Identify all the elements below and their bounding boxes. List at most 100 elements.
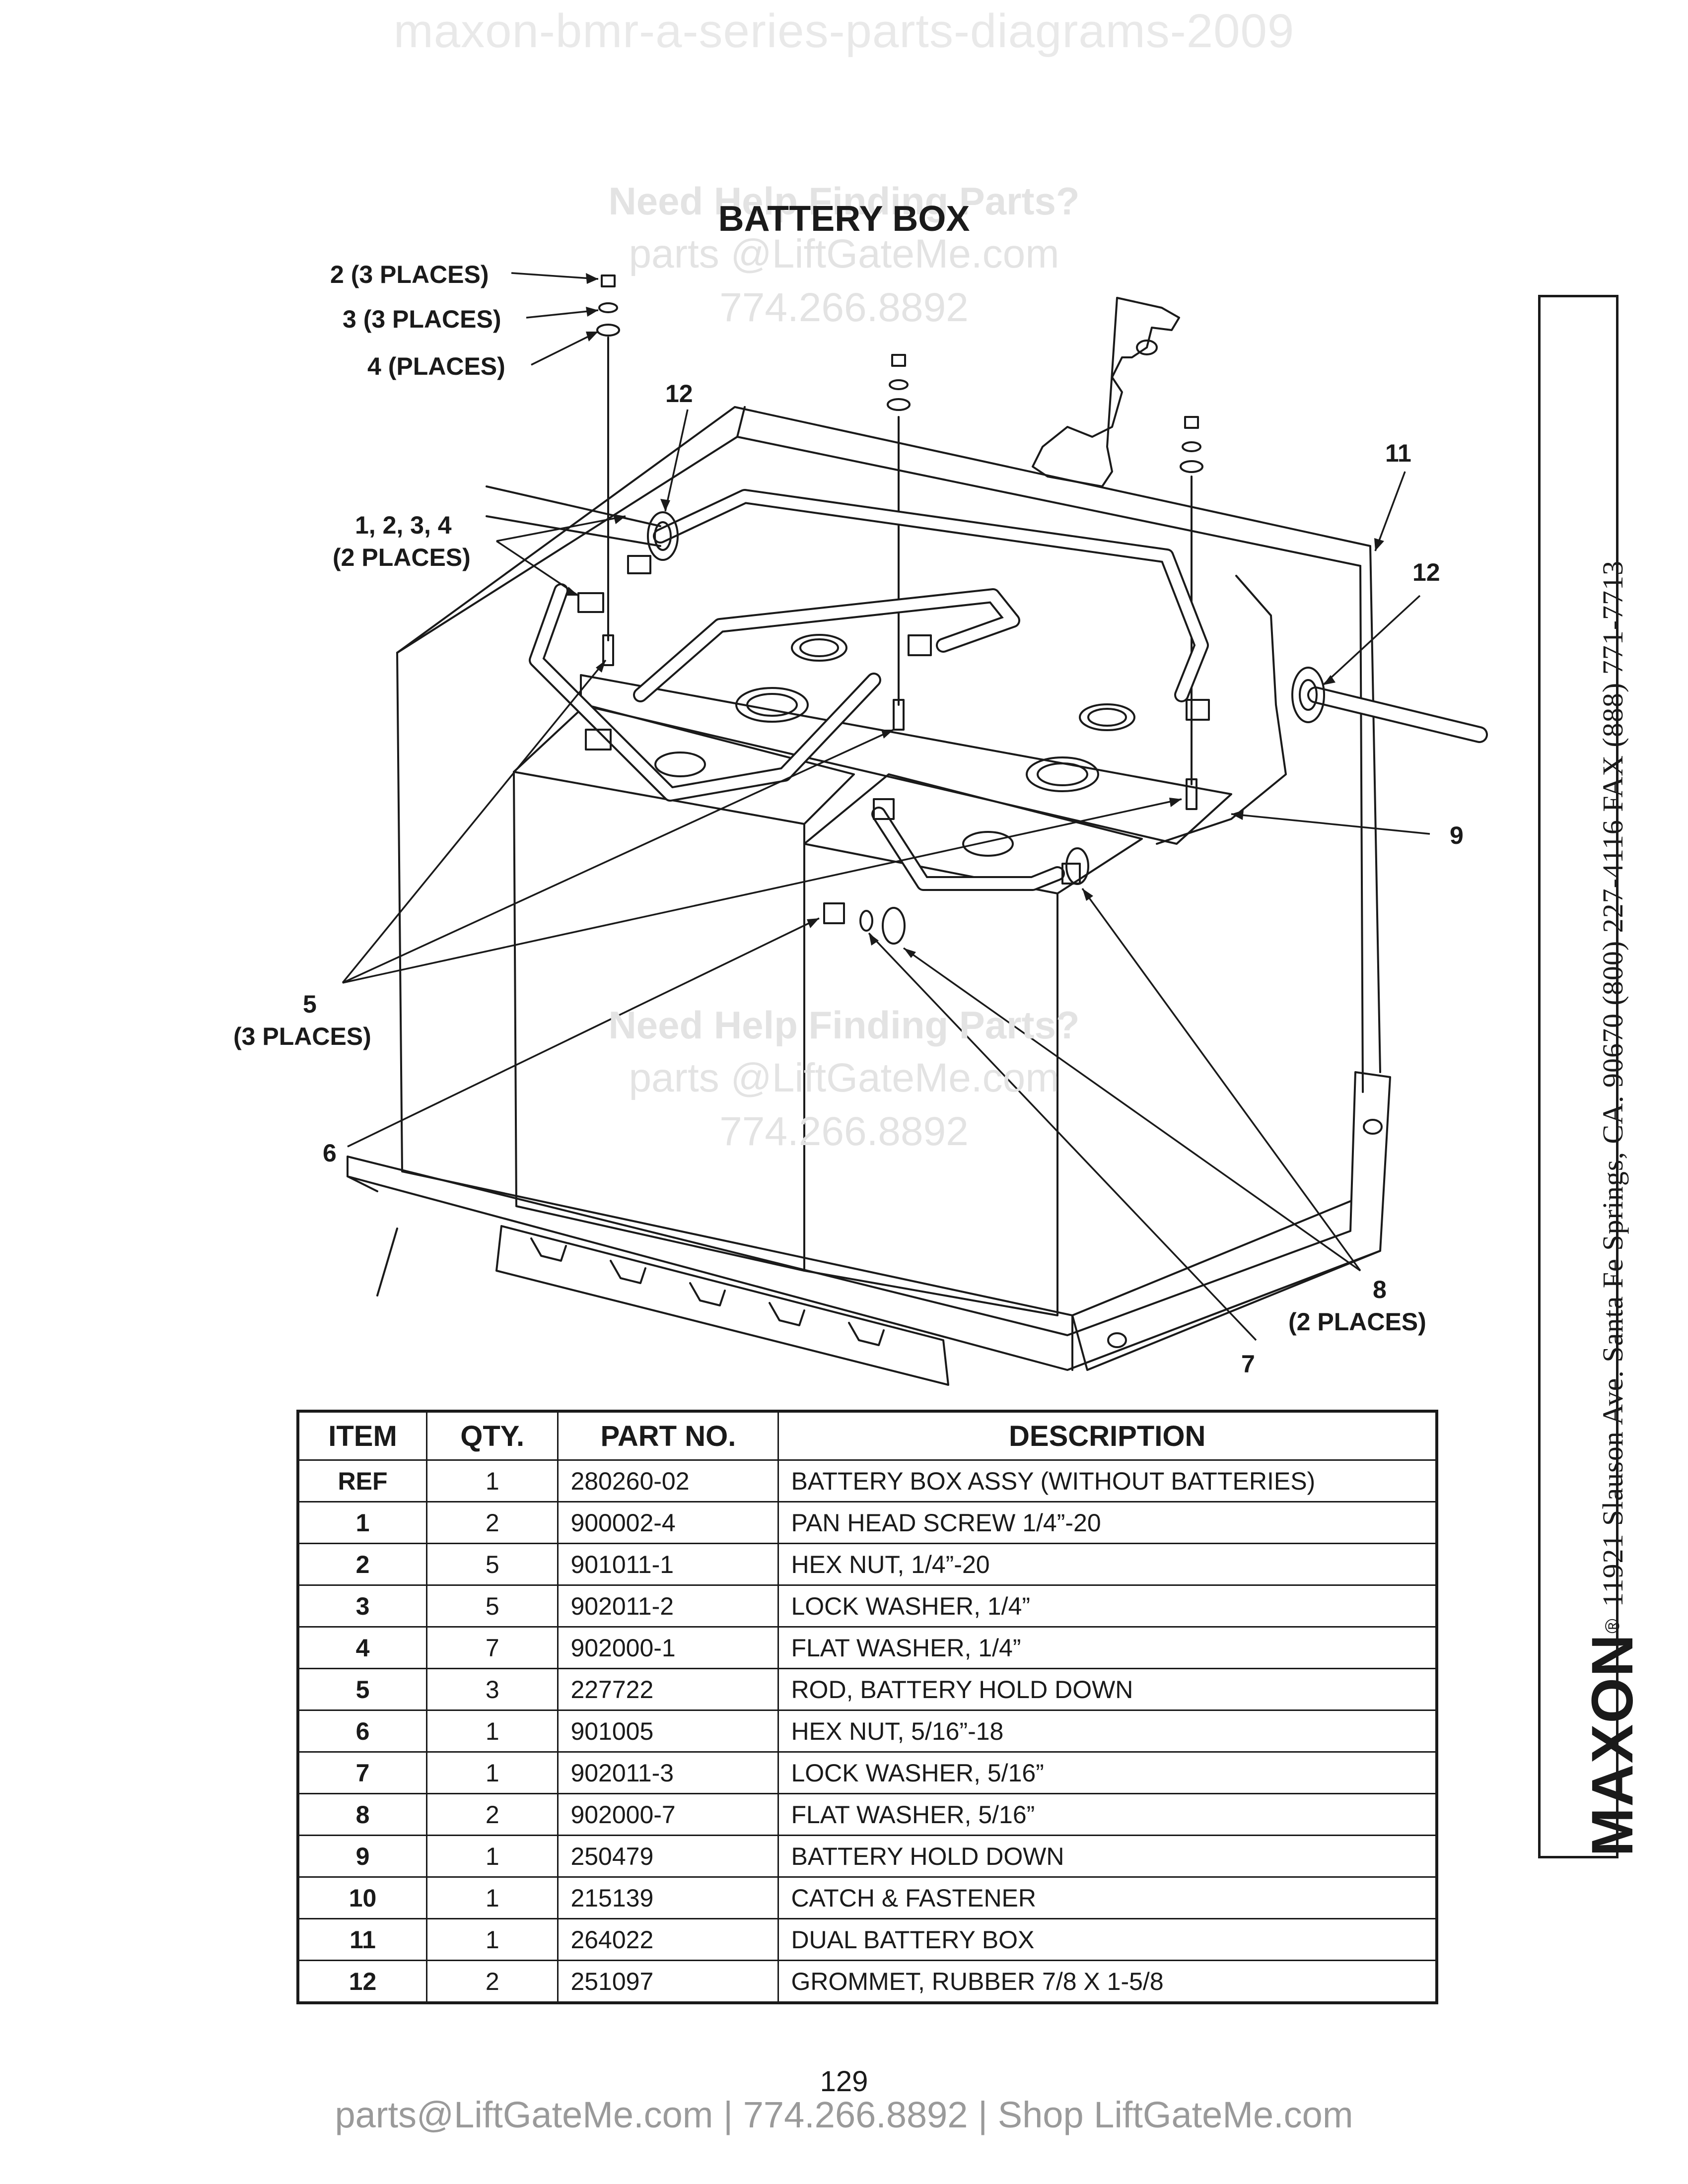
cell-item: 9 xyxy=(297,1835,427,1878)
watermark-help-phone: 774.266.8892 xyxy=(719,285,969,330)
cell-qty: 1 xyxy=(425,1918,559,1961)
maxon-logo: MAXON xyxy=(1580,1633,1645,1856)
callout-5-places: (3 PLACES) xyxy=(233,1023,371,1050)
cell-item: 11 xyxy=(297,1918,427,1961)
cell-qty: 1 xyxy=(425,1751,559,1794)
hinge xyxy=(495,1225,949,1386)
footer-contact: parts@LiftGateMe.com | 774.266.8892 | Sh… xyxy=(335,2094,1353,2135)
cell-description: HEX NUT, 5/16”-18 xyxy=(777,1709,1438,1753)
cell-item: 8 xyxy=(297,1793,427,1836)
registered-mark: ® xyxy=(1601,1619,1623,1634)
cell-part-no: 215139 xyxy=(557,1876,779,1919)
cell-part-no: 280260-02 xyxy=(557,1459,779,1502)
header-item: ITEM xyxy=(297,1410,427,1461)
cell-description: CATCH & FASTENER xyxy=(777,1876,1438,1919)
cell-description: FLAT WASHER, 5/16” xyxy=(777,1793,1438,1836)
cell-item: 12 xyxy=(297,1960,427,2004)
cell-description: LOCK WASHER, 5/16” xyxy=(777,1751,1438,1794)
cell-description: LOCK WASHER, 1/4” xyxy=(777,1584,1438,1628)
cell-part-no: 251097 xyxy=(557,1960,779,2004)
cell-qty: 1 xyxy=(425,1459,559,1502)
sidebar-text: MAXON ® 11921 Slauson Ave. Santa Fe Spri… xyxy=(1579,560,1646,1856)
cell-item: 10 xyxy=(297,1876,427,1919)
cell-part-no: 902000-7 xyxy=(557,1793,779,1836)
cell-description: DUAL BATTERY BOX xyxy=(777,1918,1438,1961)
callout-12-right: 12 xyxy=(1412,558,1440,586)
watermark-top: maxon-bmr-a-series-parts-diagrams-2009 xyxy=(393,4,1295,58)
watermark-help-top: Need Help Finding Parts? parts @LiftGate… xyxy=(496,179,1192,331)
cell-item: 7 xyxy=(297,1751,427,1794)
cell-description: ROD, BATTERY HOLD DOWN xyxy=(777,1668,1438,1711)
table-header-row: ITEM QTY. PART NO. DESCRIPTION xyxy=(297,1410,1438,1461)
cell-qty: 5 xyxy=(425,1543,559,1586)
callout-6: 6 xyxy=(323,1139,337,1167)
cell-description: BATTERY BOX ASSY (WITHOUT BATTERIES) xyxy=(777,1459,1438,1502)
callout-8-places: (2 PLACES) xyxy=(1288,1308,1426,1336)
cell-item: 3 xyxy=(297,1584,427,1628)
company-address: 11921 Slauson Ave. Santa Fe Springs, CA.… xyxy=(1596,560,1629,1607)
callout-2: 2 (3 PLACES) xyxy=(330,261,489,288)
page-number: 129 xyxy=(820,2065,868,2098)
watermark-help-heading-2: Need Help Finding Parts? xyxy=(608,1003,1080,1047)
cell-qty: 2 xyxy=(425,1793,559,1836)
cell-item: 6 xyxy=(297,1709,427,1753)
watermark-help-email: parts @LiftGateMe.com xyxy=(629,231,1059,276)
header-part-no: PART NO. xyxy=(557,1410,779,1461)
cell-qty: 2 xyxy=(425,1501,559,1544)
cell-item: REF xyxy=(297,1459,427,1502)
cell-qty: 5 xyxy=(425,1584,559,1628)
cell-item: 2 xyxy=(297,1543,427,1586)
cell-part-no: 901011-1 xyxy=(557,1543,779,1586)
cell-qty: 7 xyxy=(425,1626,559,1669)
cell-part-no: 902011-2 xyxy=(557,1584,779,1628)
cell-item: 1 xyxy=(297,1501,427,1544)
cell-description: PAN HEAD SCREW 1/4”-20 xyxy=(777,1501,1438,1544)
callout-8: 8 xyxy=(1373,1276,1387,1303)
cell-description: GROMMET, RUBBER 7/8 X 1-5/8 xyxy=(777,1960,1438,2004)
watermark-help-middle: Need Help Finding Parts? parts @LiftGate… xyxy=(496,1003,1192,1155)
cell-part-no: 900002-4 xyxy=(557,1501,779,1544)
header-description: DESCRIPTION xyxy=(777,1410,1438,1461)
cell-qty: 1 xyxy=(425,1835,559,1878)
cell-description: FLAT WASHER, 1/4” xyxy=(777,1626,1438,1669)
cell-part-no: 250479 xyxy=(557,1835,779,1878)
cell-qty: 1 xyxy=(425,1709,559,1753)
cell-item: 5 xyxy=(297,1668,427,1711)
battery-right xyxy=(803,843,1058,1316)
battery-box-shell xyxy=(396,406,1381,1073)
callout-7: 7 xyxy=(1241,1350,1255,1378)
battery-box-diagram: 2 (3 PLACES) 3 (3 PLACES) 4 (PLACES) 12 … xyxy=(233,261,1488,1386)
cell-part-no: 902011-3 xyxy=(557,1751,779,1794)
sidebar-box xyxy=(1538,295,1618,1858)
grommet-right xyxy=(1291,667,1325,723)
grommet-left xyxy=(647,511,679,561)
callout-12-top: 12 xyxy=(665,380,693,408)
base-plate xyxy=(347,1071,1391,1371)
callout-11: 11 xyxy=(1385,439,1411,467)
callout-5: 5 xyxy=(303,990,317,1018)
cell-part-no: 901005 xyxy=(557,1709,779,1753)
cell-qty: 3 xyxy=(425,1668,559,1711)
cell-part-no: 227722 xyxy=(557,1668,779,1711)
watermark-help-heading: Need Help Finding Parts? xyxy=(608,179,1080,223)
page-title: BATTERY BOX xyxy=(718,199,970,239)
cell-item: 4 xyxy=(297,1626,427,1669)
callout-9: 9 xyxy=(1450,821,1464,849)
battery-hold-down xyxy=(580,674,1232,845)
watermark-help-phone-2: 774.266.8892 xyxy=(719,1109,969,1154)
header-qty: QTY. xyxy=(425,1410,559,1461)
cell-qty: 2 xyxy=(425,1960,559,2004)
cell-description: BATTERY HOLD DOWN xyxy=(777,1835,1438,1878)
